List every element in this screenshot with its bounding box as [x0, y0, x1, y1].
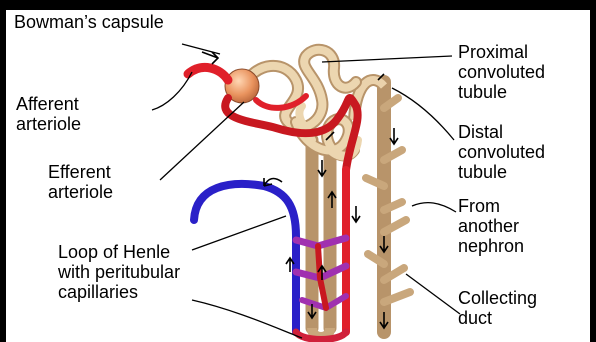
label-from-line2: another	[458, 216, 519, 236]
label-proximal-line3: tubule	[458, 82, 507, 102]
label-proximal-line2: convoluted	[458, 62, 545, 82]
label-loop-line2: with peritubular	[58, 262, 180, 282]
peritubular-capillaries	[194, 184, 346, 340]
label-distal-line2: convoluted	[458, 142, 545, 162]
label-afferent-line2: arteriole	[16, 114, 81, 134]
label-efferent-line2: arteriole	[48, 182, 113, 202]
label-from-line1: From	[458, 196, 500, 216]
label-bowmans-capsule: Bowman’s capsule	[14, 12, 164, 32]
label-loop-line1: Loop of Henle	[58, 242, 170, 262]
label-afferent-line1: Afferent	[16, 94, 79, 114]
label-distal-line3: tubule	[458, 162, 507, 182]
label-collecting-line1: Collecting	[458, 288, 537, 308]
collecting-duct	[366, 82, 410, 332]
label-from-line3: nephron	[458, 236, 524, 256]
nephron-diagram: Bowman’s capsule Afferent arteriole Effe…	[6, 10, 590, 342]
label-efferent-line1: Efferent	[48, 162, 111, 182]
label-loop-line3: capillaries	[58, 282, 138, 302]
label-distal-line1: Distal	[458, 122, 503, 142]
label-collecting-line2: duct	[458, 308, 492, 328]
label-proximal-line1: Proximal	[458, 42, 528, 62]
